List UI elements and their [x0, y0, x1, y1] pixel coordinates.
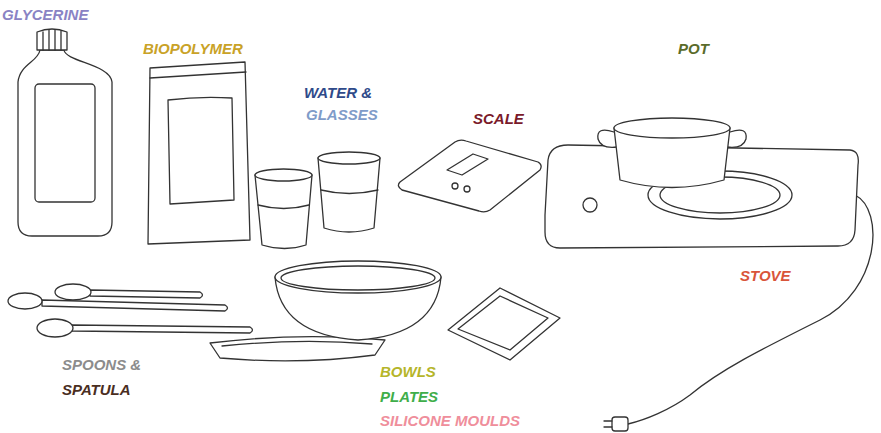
item-label: BOWLS: [380, 363, 436, 380]
item-label: SPATULA: [62, 381, 131, 398]
item-label: SPOONS &: [62, 356, 141, 373]
pot: [598, 118, 746, 188]
item-label: SILICONE MOULDS: [380, 412, 520, 429]
item-label: SCALE: [473, 110, 524, 127]
item-label: STOVE: [740, 267, 791, 284]
item-label: WATER &: [304, 84, 372, 101]
stove: [545, 145, 873, 431]
glycerine-bottle: [18, 29, 112, 236]
water-glasses: [255, 152, 380, 249]
item-label: PLATES: [380, 388, 438, 405]
spoons-and-spatula: [8, 284, 253, 337]
biopolymer-bag: [148, 62, 250, 244]
bowl: [275, 261, 441, 340]
item-label: BIOPOLYMER: [143, 40, 243, 57]
silicone-mould: [448, 288, 560, 360]
item-label: GLYCERINE: [2, 6, 88, 23]
item-label: POT: [678, 40, 709, 57]
kitchen-scale: [398, 140, 541, 212]
item-label: GLASSES: [306, 106, 378, 123]
